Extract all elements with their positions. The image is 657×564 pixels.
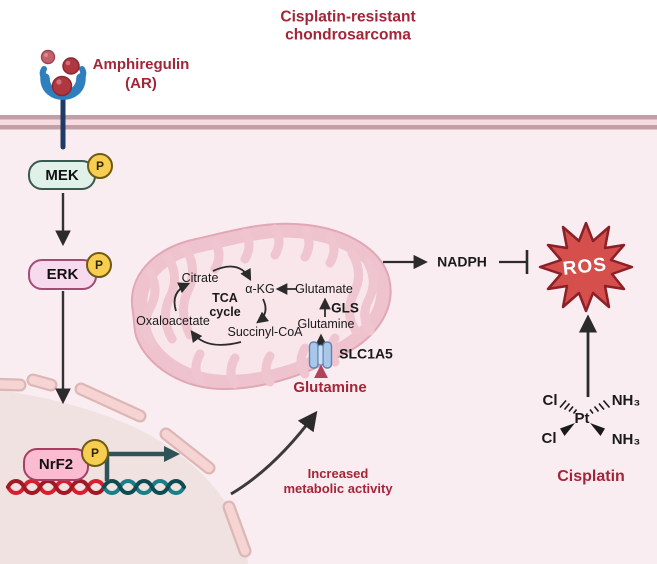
dna-helix-icon [6,479,186,495]
gls-label: GLS [331,300,359,316]
nucleus [0,373,252,564]
mek-node: MEK [28,160,96,190]
increased-metabolism-arrow [230,410,318,496]
cisplatin-nh3-top: NH₃ [611,391,641,409]
nadph-arrows [383,250,529,274]
diagram-title-line1: Cisplatin-resistant [280,8,416,26]
nrf2-node: NrF2 [23,448,89,481]
nuclear-envelope [0,373,252,558]
cisplatin-nh3-bottom: NH₃ [611,430,641,448]
extracellular-space [0,0,657,115]
cisplatin-bonds [559,399,611,436]
tca-label-line1: TCA [212,291,238,306]
cisplatin-cl-top: Cl [542,391,558,409]
glutamine-cytosol-label: Glutamine [293,378,367,396]
citrate-label: Citrate [181,271,219,286]
erk-phospho-badge: P [86,252,112,278]
diagram-title-line2: chondrosarcoma [285,26,411,44]
succinyl-coa-label: Succinyl-CoA [227,325,303,340]
oxaloacetate-label: Oxaloacetate [136,314,210,329]
nadph-label: NADPH [437,253,487,270]
cell-membrane [0,115,657,130]
slc1a5-label: SLC1A5 [339,345,393,362]
erk-node: ERK [28,259,97,290]
cisplatin-cl-bottom: Cl [541,429,557,447]
nrf2-phospho-badge: P [81,439,109,467]
slc1a5-transporter-icon [308,341,333,369]
cisplatin-pt: Pt [574,409,590,427]
ligand-label: Amphiregulin [92,55,190,73]
mek-phospho-badge: P [87,153,113,179]
akg-label: α-KG [245,282,275,297]
tca-label-line2: cycle [209,305,241,320]
cisplatin-label: Cisplatin [557,468,625,486]
metabolic-note-line1: Increased [307,465,369,481]
ligand-abbr: (AR) [125,74,157,92]
amphiregulin-spheres [40,49,80,97]
glutamine-matrix-label: Glutamine [297,317,355,332]
ros-starburst-icon [538,221,634,313]
metabolic-note-line2: metabolic activity [283,480,393,496]
glutamate-label: Glutamate [295,282,353,297]
